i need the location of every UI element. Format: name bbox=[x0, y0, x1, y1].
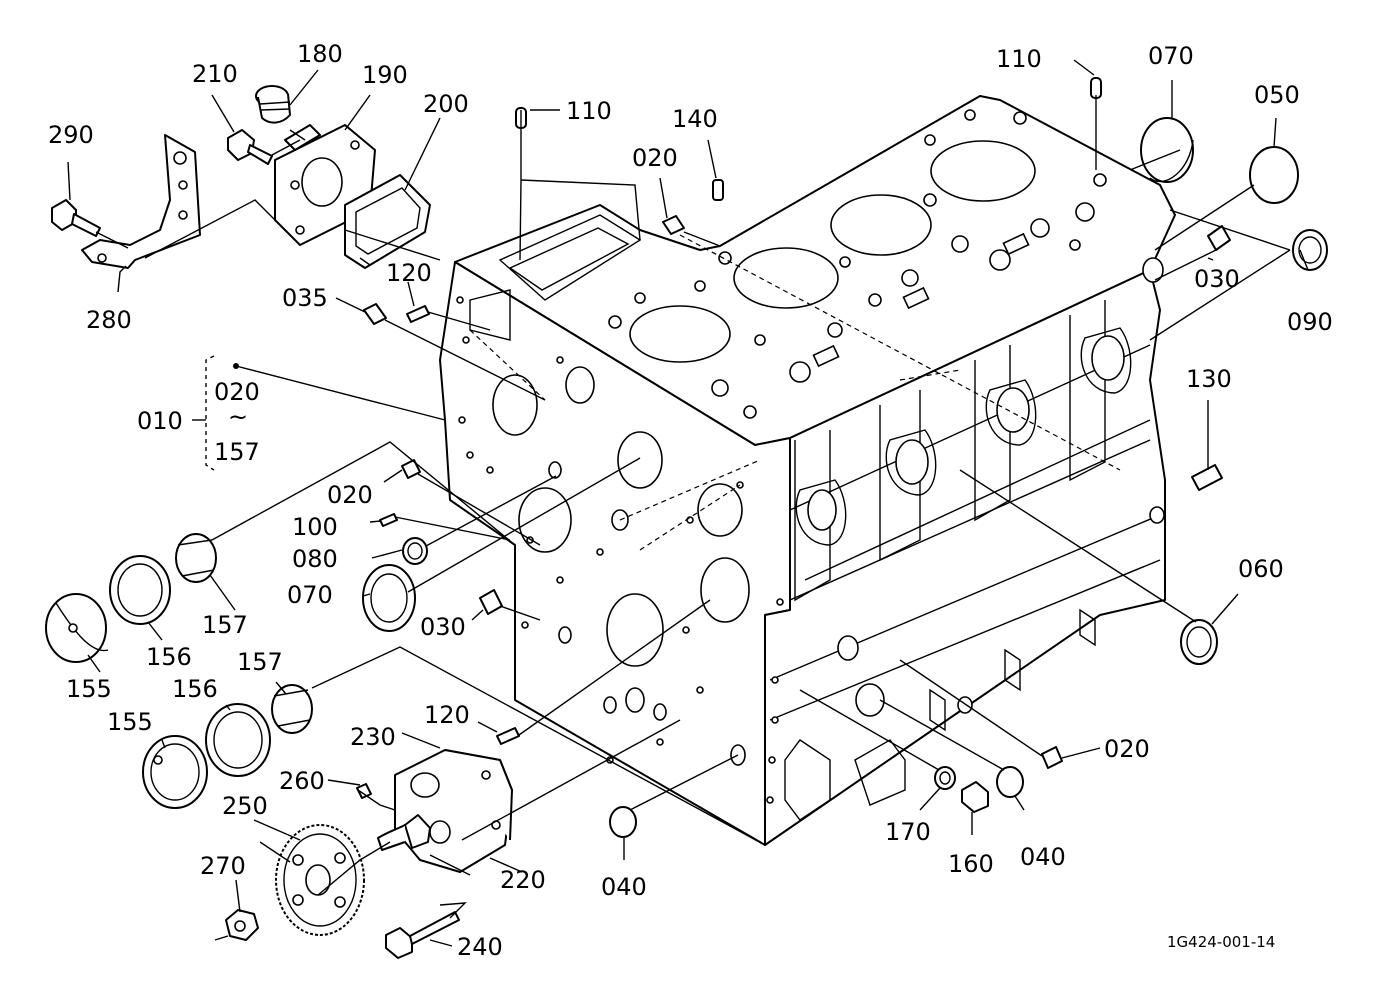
label-tilde: ~ bbox=[228, 403, 248, 431]
label-157-upper: 157 bbox=[202, 611, 248, 639]
cap-040-right bbox=[996, 766, 1024, 798]
label-035: 035 bbox=[282, 284, 328, 312]
label-130: 130 bbox=[1186, 365, 1232, 393]
pin-120-bottom bbox=[496, 727, 520, 745]
label-030-right: 030 bbox=[1194, 265, 1240, 293]
pin-120-top bbox=[406, 305, 430, 323]
label-170: 170 bbox=[885, 818, 931, 846]
bushing-156-lower bbox=[205, 703, 271, 777]
label-010: 010 bbox=[137, 407, 183, 435]
label-290: 290 bbox=[48, 121, 94, 149]
label-156-upper: 156 bbox=[146, 643, 192, 671]
label-080: 080 bbox=[292, 545, 338, 573]
gasket-200 bbox=[344, 174, 431, 269]
label-220: 220 bbox=[500, 866, 546, 894]
pin-140 bbox=[712, 179, 724, 201]
oil-pump-220 bbox=[377, 749, 513, 873]
bushing-155-upper bbox=[45, 593, 109, 663]
label-030-front: 030 bbox=[420, 613, 466, 641]
label-190: 190 bbox=[362, 61, 408, 89]
bushing-156-upper bbox=[109, 555, 171, 625]
cap-070-front bbox=[362, 564, 416, 632]
label-020-top: 020 bbox=[632, 144, 678, 172]
bushing-157-lower bbox=[271, 684, 313, 734]
label-020-right: 020 bbox=[1104, 735, 1150, 763]
seal-060 bbox=[1180, 619, 1218, 665]
label-100: 100 bbox=[292, 513, 338, 541]
bracket-280 bbox=[81, 134, 201, 269]
label-040-right: 040 bbox=[1020, 843, 1066, 871]
label-180: 180 bbox=[297, 40, 343, 68]
plug-030-right bbox=[1207, 225, 1231, 251]
plug-020-top bbox=[662, 215, 685, 235]
label-120-top: 120 bbox=[386, 259, 432, 287]
label-110-left: 110 bbox=[566, 97, 612, 125]
label-040-left: 040 bbox=[601, 873, 647, 901]
leader-lines bbox=[67, 59, 1309, 947]
label-020-left: 020 bbox=[327, 481, 373, 509]
callout-labels: 010 020 ~ 157 020 020 020 030 030 035 04… bbox=[48, 40, 1333, 961]
pin-130 bbox=[1191, 464, 1223, 491]
label-090: 090 bbox=[1287, 308, 1333, 336]
cylinder-block bbox=[439, 95, 1176, 846]
plug-020-right bbox=[1041, 746, 1063, 769]
label-210: 210 bbox=[192, 60, 238, 88]
label-120-bottom: 120 bbox=[424, 701, 470, 729]
bolt-290 bbox=[51, 199, 101, 237]
seal-080 bbox=[402, 537, 428, 565]
cap-070-top bbox=[1140, 117, 1194, 183]
plug-160 bbox=[961, 781, 989, 813]
bushing-155-lower bbox=[142, 735, 208, 809]
plug-180 bbox=[255, 85, 291, 124]
label-156-lower: 156 bbox=[172, 675, 218, 703]
label-070-top: 070 bbox=[1148, 42, 1194, 70]
label-280: 280 bbox=[86, 306, 132, 334]
label-250: 250 bbox=[222, 792, 268, 820]
label-260: 260 bbox=[279, 767, 325, 795]
washer-170 bbox=[934, 766, 956, 790]
label-070-front: 070 bbox=[287, 581, 333, 609]
nut-270 bbox=[225, 909, 259, 941]
label-157-lower: 157 bbox=[237, 648, 283, 676]
bolt-210 bbox=[227, 129, 273, 165]
label-270: 270 bbox=[200, 852, 246, 880]
label-020-range: 020 bbox=[214, 378, 260, 406]
figure-code: 1G424-001-14 bbox=[1167, 933, 1275, 951]
label-155-upper: 155 bbox=[66, 675, 112, 703]
label-230: 230 bbox=[350, 723, 396, 751]
label-060: 060 bbox=[1238, 555, 1284, 583]
plug-020-left bbox=[401, 459, 421, 479]
key-260 bbox=[356, 783, 372, 799]
seal-090 bbox=[1292, 229, 1328, 271]
label-160: 160 bbox=[948, 850, 994, 878]
bolt-240 bbox=[385, 911, 460, 959]
label-200: 200 bbox=[423, 90, 469, 118]
cap-040-left bbox=[609, 806, 637, 838]
label-155-lower: 155 bbox=[107, 708, 153, 736]
label-050: 050 bbox=[1254, 81, 1300, 109]
gear-250 bbox=[275, 824, 365, 936]
cap-050 bbox=[1249, 146, 1299, 204]
label-110-right: 110 bbox=[996, 45, 1042, 73]
label-140: 140 bbox=[672, 105, 718, 133]
bushing-157-upper bbox=[175, 533, 217, 583]
pin-100 bbox=[379, 513, 398, 527]
label-240: 240 bbox=[457, 933, 503, 961]
label-157-range: 157 bbox=[214, 438, 260, 466]
assembly-bracket-010 bbox=[192, 355, 239, 471]
plug-035 bbox=[363, 303, 387, 325]
